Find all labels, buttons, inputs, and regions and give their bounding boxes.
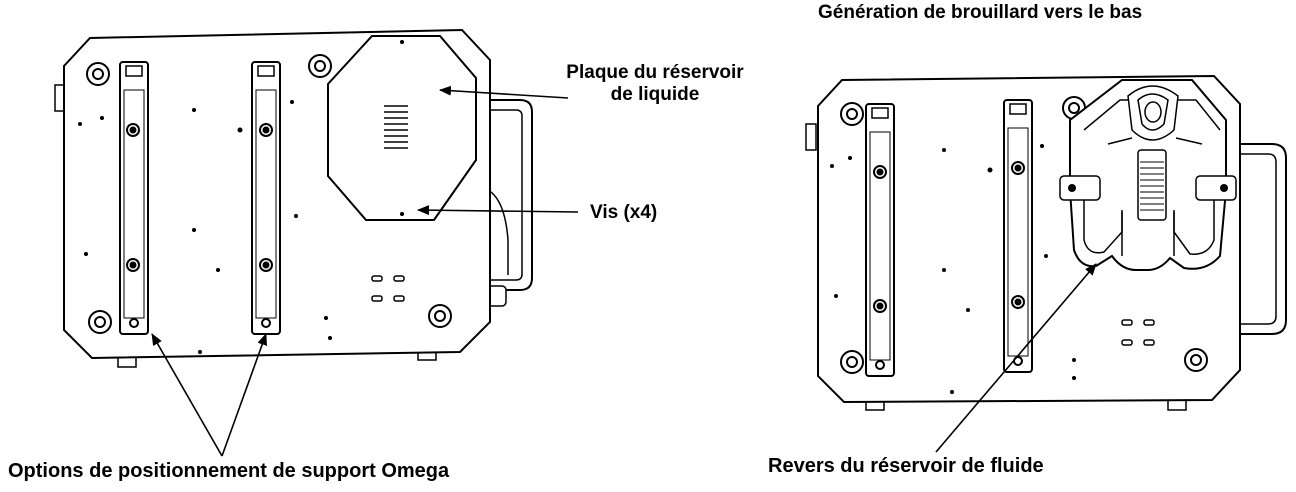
arrow-omega-1 bbox=[151, 333, 223, 457]
left-unit bbox=[54, 28, 533, 368]
right-handle bbox=[1238, 143, 1287, 335]
title-label: Génération de brouillard vers le bas bbox=[818, 2, 1143, 23]
arrows bbox=[151, 85, 1097, 457]
arrow-screws bbox=[417, 205, 579, 216]
arrow-plate bbox=[439, 85, 569, 99]
tank-plate-label-line2: de liquide bbox=[610, 84, 700, 105]
arrow-omega-2 bbox=[221, 333, 267, 457]
tank-plate bbox=[327, 35, 477, 221]
screws-label: Vis (x4) bbox=[590, 202, 658, 223]
tank-plate-label: Plaque du réservoir de liquide bbox=[520, 62, 790, 106]
fluid-reservoir-reverse bbox=[1059, 79, 1237, 271]
arrow-reverse bbox=[935, 263, 1097, 453]
reservoir-reverse-label: Revers du réservoir de fluide bbox=[768, 455, 1044, 477]
tank-plate-label-line1: Plaque du réservoir bbox=[566, 62, 744, 83]
omega-bracket-label: Options de positionnement de support Ome… bbox=[8, 460, 450, 482]
left-handle bbox=[480, 99, 533, 291]
right-unit bbox=[805, 74, 1287, 411]
